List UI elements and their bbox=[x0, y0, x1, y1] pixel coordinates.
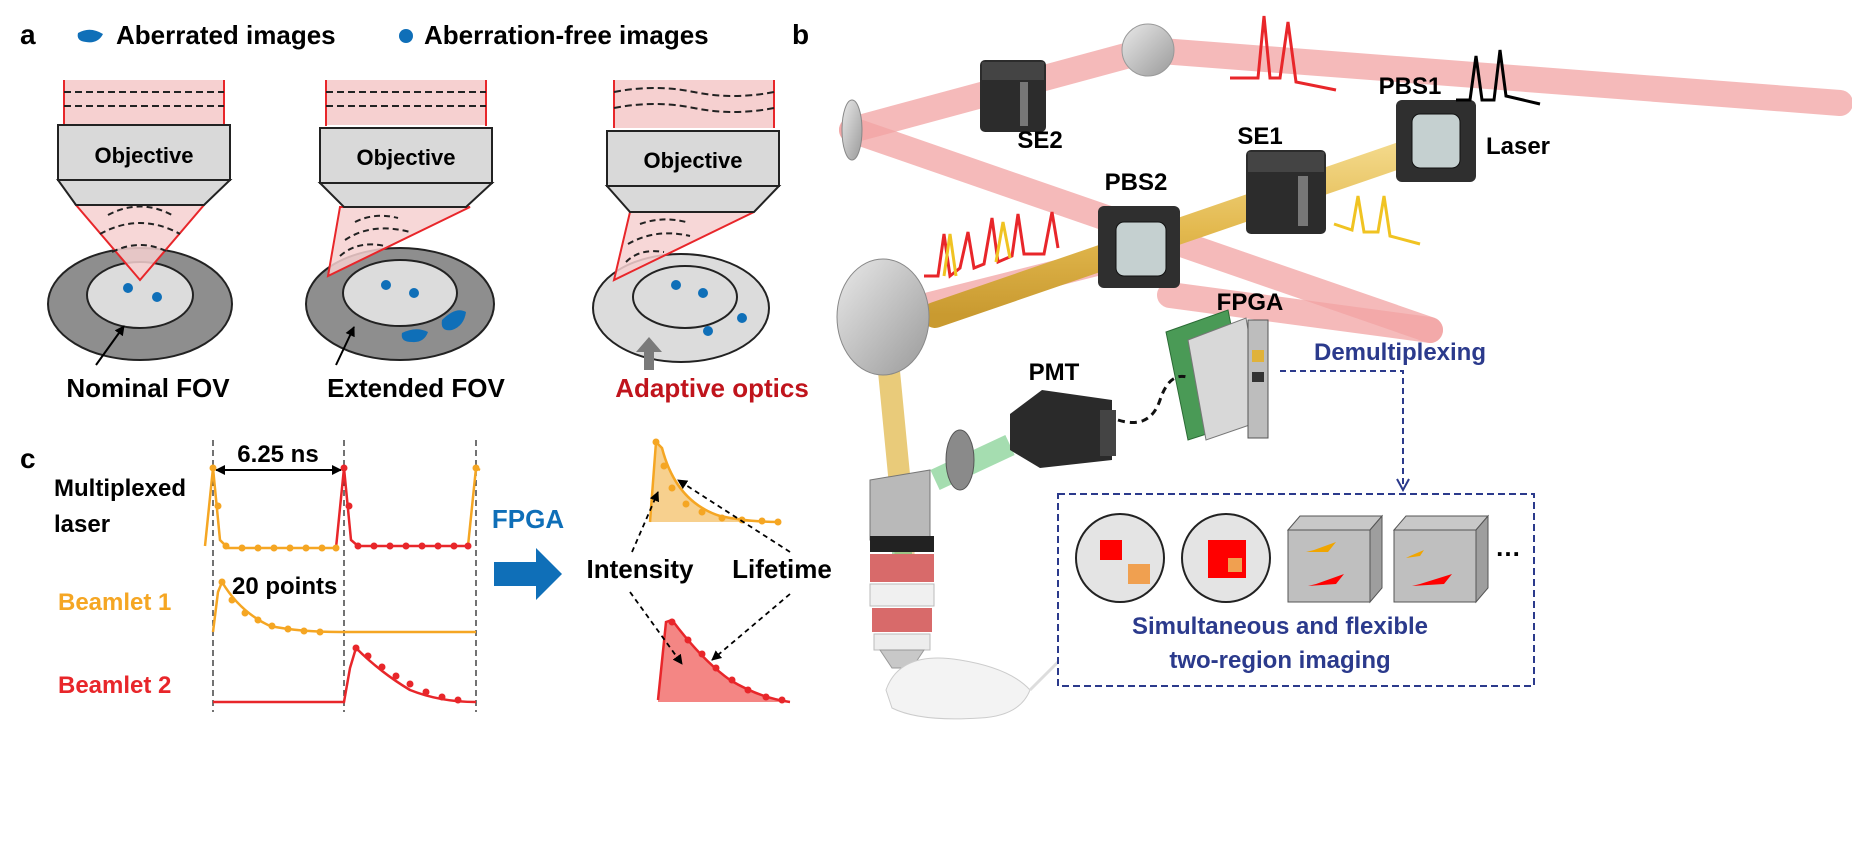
legend-aberrated: Aberrated images bbox=[116, 20, 336, 50]
label-fpga: FPGA bbox=[1217, 289, 1284, 316]
result-caption-1: Simultaneous and flexible bbox=[1132, 613, 1428, 640]
aberration-free-legend-icon bbox=[399, 29, 413, 43]
label-demultiplexing: Demultiplexing bbox=[1314, 339, 1486, 366]
label-multiplexed: Multiplexed bbox=[54, 475, 186, 502]
label-beamlet-1: Beamlet 1 bbox=[58, 589, 171, 616]
caption-nominal-fov: Nominal FOV bbox=[66, 373, 230, 403]
panel-a-label: a bbox=[20, 19, 36, 50]
label-laser-c: laser bbox=[54, 511, 110, 538]
label-pmt: PMT bbox=[1029, 359, 1080, 386]
points-label: 20 points bbox=[232, 573, 337, 600]
caption-extended-fov: Extended FOV bbox=[327, 373, 505, 403]
interval-label: 6.25 ns bbox=[237, 441, 318, 468]
decay-curve-orange bbox=[648, 438, 782, 526]
panel-b-label: b bbox=[792, 19, 809, 50]
label-se1: SE1 bbox=[1237, 123, 1282, 150]
objective-lens bbox=[57, 124, 231, 181]
region-1 bbox=[1100, 540, 1122, 560]
se1-device bbox=[1246, 150, 1326, 234]
mouse bbox=[885, 657, 1031, 720]
aberrated-spot bbox=[401, 329, 428, 343]
aberrated-legend-icon bbox=[77, 29, 103, 43]
pmt-detector bbox=[1010, 390, 1116, 468]
region-2 bbox=[1128, 564, 1150, 584]
volume-image bbox=[1286, 514, 1384, 604]
ellipsis: … bbox=[1495, 532, 1521, 562]
focus-spot bbox=[152, 292, 162, 302]
fpga-arrow-label: FPGA bbox=[492, 504, 564, 534]
scheme-nominal: Objective Nominal FOV bbox=[47, 80, 233, 403]
red-pulse-train bbox=[1230, 15, 1337, 92]
objective-label: Objective bbox=[94, 143, 193, 168]
processing-arrow-icon bbox=[494, 548, 562, 600]
input-beam bbox=[64, 80, 224, 125]
multiplexed-trace bbox=[203, 464, 481, 552]
galvo-mirror bbox=[836, 258, 930, 376]
se2-device bbox=[980, 60, 1046, 132]
dichroic-mirror bbox=[869, 469, 931, 541]
label-pbs1: PBS1 bbox=[1379, 73, 1442, 100]
signal-cable bbox=[1117, 374, 1191, 424]
objective-assembly bbox=[869, 536, 935, 669]
intensity-label: Intensity bbox=[587, 554, 694, 584]
mirror bbox=[1121, 23, 1175, 77]
volume-image bbox=[1392, 514, 1490, 604]
beamlet-2-trace bbox=[213, 644, 477, 704]
result-caption-2: two-region imaging bbox=[1169, 647, 1390, 674]
pbs2-cube bbox=[1098, 206, 1180, 288]
aberrated-spot bbox=[441, 310, 466, 331]
beamlet-1-trace: 20 points bbox=[211, 573, 476, 636]
legend-aberration-free: Aberration-free images bbox=[424, 20, 709, 50]
demux-arrow bbox=[1280, 370, 1403, 490]
objective-label: Objective bbox=[643, 148, 742, 173]
fpga-board bbox=[1165, 309, 1269, 441]
yellow-pulse-train bbox=[1333, 195, 1421, 246]
label-beamlet-2: Beamlet 2 bbox=[58, 672, 171, 699]
black-pulse-train bbox=[1456, 49, 1541, 106]
lifetime-label: Lifetime bbox=[732, 554, 832, 584]
mirror bbox=[841, 99, 863, 161]
caption-adaptive-optics: Adaptive optics bbox=[615, 373, 809, 403]
decay-curve-red bbox=[656, 618, 791, 704]
pbs1-cube bbox=[1396, 100, 1476, 182]
scheme-adaptive: Objective Adaptive optics bbox=[592, 80, 809, 403]
scheme-extended: Objective Extended FOV bbox=[305, 80, 506, 403]
label-laser: Laser bbox=[1486, 133, 1550, 160]
panel-c-label: c bbox=[20, 443, 36, 474]
objective-label: Objective bbox=[356, 145, 455, 170]
gray-arrow-icon bbox=[636, 337, 662, 370]
focus-spot bbox=[123, 283, 133, 293]
label-se2: SE2 bbox=[1017, 127, 1062, 154]
label-pbs2: PBS2 bbox=[1105, 169, 1168, 196]
lens bbox=[945, 429, 975, 491]
